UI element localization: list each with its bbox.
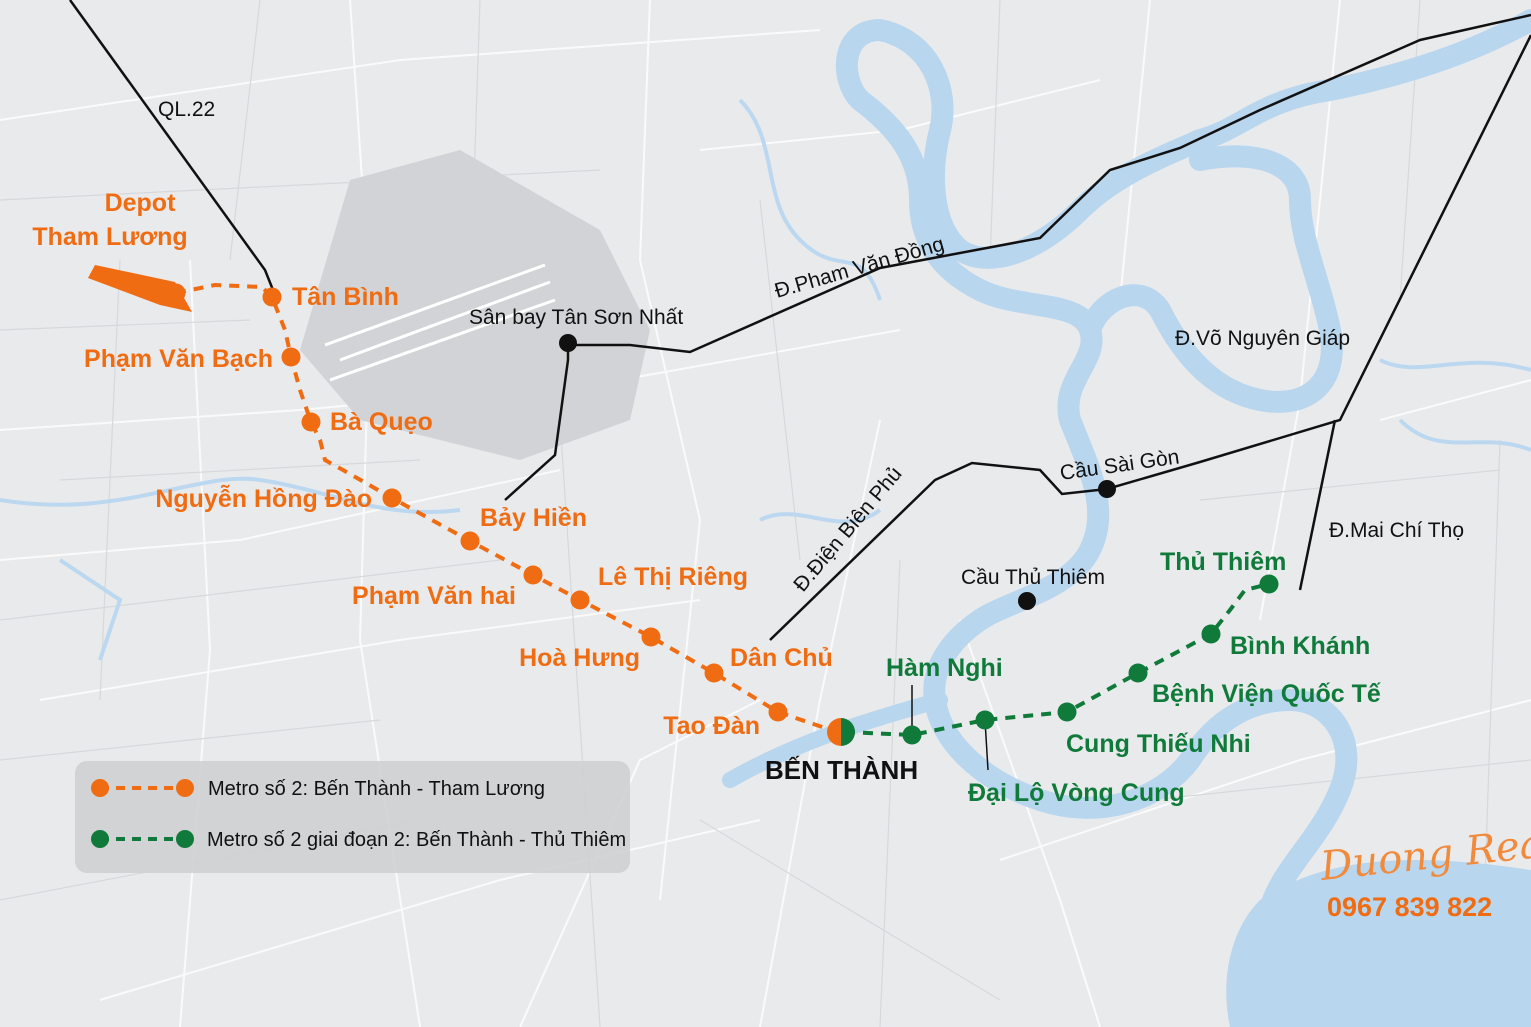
green-line-path <box>844 582 1270 738</box>
station-label-tao-dan: Tao Đàn <box>663 712 760 740</box>
station-label-binh-khanh: Bình Khánh <box>1230 632 1370 660</box>
legend-orange-symbol-icon <box>91 779 194 797</box>
station-label-pham-van-bach: Phạm Văn Bạch <box>84 345 273 373</box>
orange-station-marker-icon-2 <box>281 347 301 367</box>
orange-line-path <box>175 282 838 734</box>
station-label-thu-thiem: Thủ Thiêm <box>1160 548 1286 576</box>
legend-green-label: Metro số 2 giai đoạn 2: Bến Thành - Thủ … <box>207 829 626 851</box>
landmark-label-cau-thu-thiem: Cầu Thủ Thiêm <box>961 566 1105 589</box>
station-label-dan-chu: Dân Chủ <box>730 644 833 672</box>
road-mai-chi-tho <box>1298 419 1337 591</box>
orange-station-marker-icon-5 <box>460 531 480 551</box>
airport-area <box>300 150 650 460</box>
depot-label-line2: Tham Lương <box>32 223 187 251</box>
orange-station-marker-icon-10 <box>768 702 788 722</box>
orange-station-marker-icon-6 <box>523 565 543 585</box>
station-label-nguyen-hong-dao: Nguyễn Hồng Đào <box>155 483 372 513</box>
green-station-marker-icon-4 <box>1201 624 1221 644</box>
orange-station-marker-icon-4 <box>382 488 402 508</box>
hub-label-ben-thanh: BẾN THÀNH <box>765 755 918 785</box>
legend-orange-label: Metro số 2: Bến Thành - Tham Lương <box>208 778 545 800</box>
orange-station-marker-icon-3 <box>301 412 321 432</box>
road-label-pham-van-dong: Đ.Pham Văn Đồng <box>772 232 947 302</box>
station-label-bay-hien: Bảy Hiền <box>480 504 587 532</box>
road-airport-link <box>504 345 570 501</box>
orange-stations <box>166 283 788 722</box>
cau-sai-gon-dot-icon <box>1098 480 1116 498</box>
landmark-label-airport: Sân bay Tân Sơn Nhất <box>469 306 683 329</box>
green-station-marker-icon-0 <box>902 725 922 745</box>
green-station-marker-icon-3 <box>1128 663 1148 683</box>
road-label-mai-chi-tho: Đ.Mai Chí Thọ <box>1329 519 1464 542</box>
orange-station-marker-icon-9 <box>704 663 724 683</box>
roads <box>68 0 1531 641</box>
legend-green-symbol-icon <box>91 830 194 848</box>
orange-station-marker-icon-0 <box>166 283 186 303</box>
depot-label-line1: Depot <box>105 189 177 217</box>
airport-dot-icon <box>559 334 577 352</box>
station-label-hoa-hung: Hoà Hưng <box>519 644 640 672</box>
green-stations <box>902 574 1279 745</box>
road-ql22 <box>68 0 277 296</box>
green-station-marker-icon-5 <box>1259 574 1279 594</box>
road-label-dien-bien-phu: Đ.Điện Biên Phủ <box>789 462 906 596</box>
cau-thu-thiem-dot-icon <box>1018 592 1036 610</box>
bay-water <box>1226 860 1531 1027</box>
canals <box>0 98 1531 661</box>
orange-station-marker-icon-8 <box>641 627 661 647</box>
legend: Metro số 2: Bến Thành - Tham Lương Metro… <box>75 761 630 873</box>
road-label-vo-nguyen-giap: Đ.Võ Nguyên Giáp <box>1175 327 1350 350</box>
station-label-benh-vien-quoc-te: Bệnh Viện Quốc Tế <box>1152 680 1381 708</box>
orange-station-marker-icon-7 <box>570 590 590 610</box>
station-label-tan-binh: Tân Bình <box>292 283 399 311</box>
station-label-dai-lo-vong-cung: Đại Lộ Vòng Cung <box>968 779 1185 807</box>
orange-station-marker-icon-1 <box>262 287 282 307</box>
road-label-ql22: QL.22 <box>158 98 215 121</box>
station-label-cung-thieu-nhi: Cung Thiếu Nhi <box>1066 730 1251 758</box>
road-pham-van-dong <box>568 13 1531 354</box>
station-label-pham-van-hai: Phạm Văn hai <box>352 582 516 610</box>
watermark-phone: 0967 839 822 <box>1327 892 1492 922</box>
station-label-le-thi-rieng: Lê Thị Riêng <box>598 563 748 591</box>
ben-thanh-hub-icon <box>827 718 855 746</box>
green-station-marker-icon-2 <box>1057 702 1077 722</box>
station-label-ba-queo: Bà Quẹo <box>330 408 433 436</box>
green-station-marker-icon-1 <box>975 710 995 730</box>
station-label-ham-nghi: Hàm Nghi <box>886 654 1003 682</box>
depot-shape-icon <box>88 265 192 312</box>
road-dien-bien-phu <box>769 34 1531 641</box>
